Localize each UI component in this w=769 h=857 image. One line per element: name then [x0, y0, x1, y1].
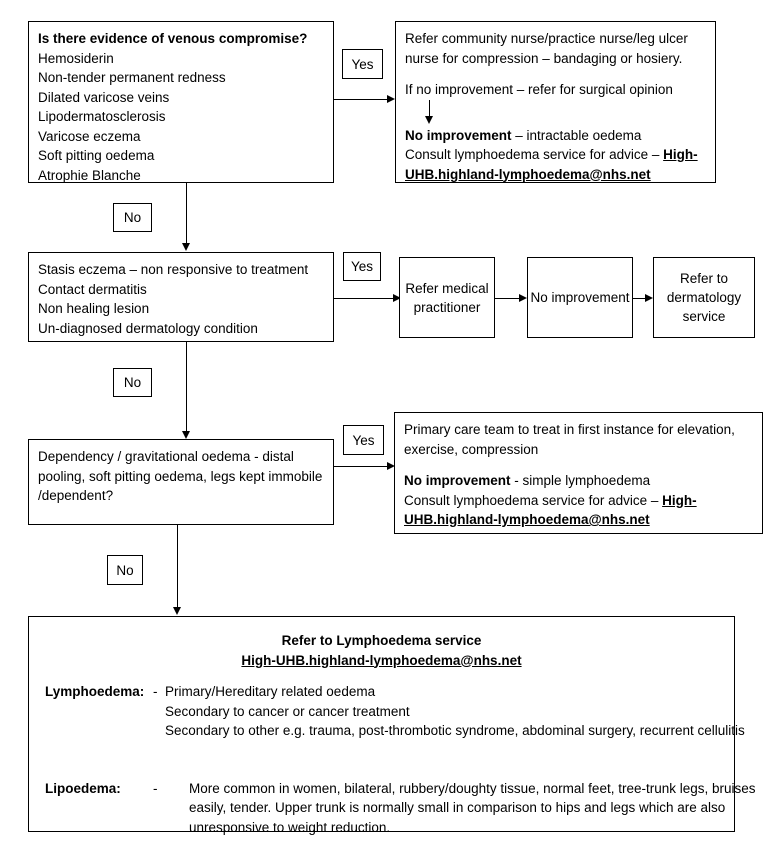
venous-symptom-item: Varicose eczema: [38, 128, 141, 144]
final-box-refer-lymphoedema: Refer to Lymphoedema service High-UHB.hi…: [28, 616, 756, 835]
edge-label-no-1: No: [113, 203, 152, 232]
venous-symptom-item: Hemosiderin: [38, 50, 114, 66]
lymphoedema-definition-row: Lymphoedema: - Primary/Hereditary relate…: [45, 682, 745, 741]
lymphoedema-email-link[interactable]: High-UHB.highland-lymphoedema@nhs.net: [404, 492, 697, 528]
lipoedema-label: Lipoedema:: [45, 780, 121, 796]
action-box-primary-care-treatment: Primary care team to treat in first inst…: [394, 412, 763, 534]
decision-box-venous-compromise: Is there evidence of venous compromise? …: [28, 21, 334, 183]
connector-q2-to-q3-line: [186, 342, 187, 434]
edge-label-no-2: No: [113, 368, 152, 397]
venous-referral-line-3: If no improvement – refer for surgical o…: [405, 82, 673, 97]
action-box-refer-dermatology-service: Refer to dermatology service: [653, 257, 755, 338]
primary-care-consult-text: Consult lymphoedema service for advice –: [404, 492, 663, 508]
primary-care-no-improvement: No improvement - simple lymphoedema: [404, 471, 753, 491]
venous-referral-no-improvement-rest: – intractable oedema: [511, 127, 642, 143]
inner-down-arrow-icon: [405, 99, 706, 126]
venous-referral-no-improvement-bold: No improvement: [405, 127, 512, 143]
lipoedema-description-line: More common in women, bilateral, rubbery…: [189, 780, 756, 796]
decision-box-venous-compromise-heading: Is there evidence of venous compromise?: [38, 31, 308, 46]
venous-symptom-item: Dilated varicose veins: [38, 89, 170, 105]
edge-label-no-3: No: [107, 555, 143, 585]
connector-q2-to-q3-arrowhead: [182, 431, 190, 439]
decision-box-dependency-oedema: Dependency / gravitational oedema - dist…: [28, 439, 334, 525]
lymphoedema-dash: -: [153, 684, 158, 699]
lymphoedema-cause-item: Primary/Hereditary related oedema: [165, 684, 376, 699]
connector-q3-to-a3-arrowhead: [387, 462, 395, 470]
venous-referral-no-improvement: No improvement – intractable oedema: [405, 126, 706, 146]
action-box-no-improvement: No improvement: [527, 257, 633, 338]
lymphoedema-cause-item: Secondary to cancer or cancer treatment: [165, 703, 410, 719]
action-box-refer-medical-practitioner: Refer medical practitioner: [399, 257, 495, 338]
primary-care-no-improvement-bold: No improvement: [404, 473, 511, 488]
lipoedema-description-line: unresponsive to weight reduction.: [189, 819, 391, 835]
dermatology-symptom-item: Contact dermatitis: [38, 281, 147, 297]
spacer: [45, 670, 718, 682]
connector-a2b-to-a2c-arrowhead: [645, 294, 653, 302]
lymphoedema-email-link[interactable]: High-UHB.highland-lymphoedema@nhs.net: [405, 147, 698, 182]
final-box-email-line: High-UHB.highland-lymphoedema@nhs.net: [45, 651, 718, 671]
primary-care-no-improvement-rest: - simple lymphoedema: [510, 473, 651, 488]
dermatology-symptom-item: Non healing lesion: [38, 301, 150, 316]
lymphoedema-email-link[interactable]: High-UHB.highland-lymphoedema@nhs.net: [241, 652, 522, 668]
venous-symptom-item: Soft pitting oedema: [38, 148, 155, 163]
lipoedema-description-line: easily, tender. Upper trunk is normally …: [189, 800, 726, 815]
lymphoedema-cause-item: Secondary to other e.g. trauma, post-thr…: [165, 723, 745, 738]
primary-care-line-2: exercise, compression: [404, 441, 539, 457]
dependency-oedema-line-1: Dependency / gravitational oedema - dist…: [38, 449, 294, 464]
dermatology-symptom-item: Stasis eczema – non responsive to treatm…: [38, 262, 309, 277]
venous-referral-line-1: Refer community nurse/practice nurse/leg…: [405, 31, 688, 46]
connector-q1-to-q2-arrowhead: [182, 243, 190, 251]
venous-symptom-item: Non-tender permanent redness: [38, 70, 226, 85]
venous-symptom-item: Lipodermatosclerosis: [38, 109, 166, 124]
dependency-oedema-line-2: pooling, soft pitting oedema, legs kept …: [38, 468, 323, 484]
venous-symptom-item: Atrophie Blanche: [38, 167, 141, 183]
connector-q1-to-a1-arrowhead: [387, 95, 395, 103]
spacer: [45, 741, 718, 779]
connector-a2a-to-a2b-line: [495, 298, 519, 299]
edge-label-yes-1: Yes: [342, 49, 383, 79]
spacer: [405, 68, 706, 80]
venous-referral-line-2: nurse for compression – bandaging or hos…: [405, 50, 683, 66]
connector-q3-to-final-arrowhead: [173, 607, 181, 615]
primary-care-line-1: Primary care team to treat in first inst…: [404, 422, 735, 437]
connector-q1-to-a1-line: [334, 99, 387, 100]
connector-a2a-to-a2b-arrowhead: [519, 294, 527, 302]
connector-q3-to-a3-line: [334, 466, 387, 467]
final-box-heading: Refer to Lymphoedema service: [281, 633, 482, 648]
spacer: [404, 459, 753, 471]
connector-q2-to-a2a-arrowhead: [393, 294, 401, 302]
connector-q3-to-final-line: [177, 525, 178, 609]
dermatology-symptom-item: Un-diagnosed dermatology condition: [38, 320, 258, 336]
dependency-oedema-line-3: /dependent?: [38, 488, 114, 503]
edge-label-yes-3: Yes: [343, 425, 384, 455]
venous-referral-consult-text: Consult lymphoedema service for advice –: [405, 147, 664, 162]
edge-label-yes-2: Yes: [343, 252, 381, 281]
primary-care-consult: Consult lymphoedema service for advice –…: [404, 491, 753, 530]
connector-a2b-to-a2c-line: [633, 298, 645, 299]
lipoedema-dash: -: [153, 780, 158, 796]
connector-q1-to-q2-line: [186, 183, 187, 245]
venous-referral-consult: Consult lymphoedema service for advice –…: [405, 145, 706, 184]
lipoedema-definition-row: Lipoedema: - More common in women, bilat…: [45, 779, 756, 838]
lymphoedema-label: Lymphoedema:: [45, 684, 145, 699]
action-box-venous-referral: Refer community nurse/practice nurse/leg…: [395, 21, 716, 183]
decision-box-dermatology: Stasis eczema – non responsive to treatm…: [28, 252, 334, 342]
connector-q2-to-a2a-line: [334, 298, 393, 299]
